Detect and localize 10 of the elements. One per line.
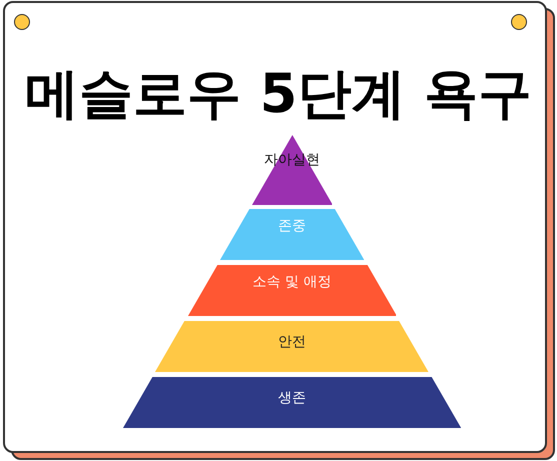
level-label: 소속 및 애정 xyxy=(252,273,332,291)
pyramid-top xyxy=(252,135,332,205)
title: 메슬로우 5단계 욕구 xyxy=(24,62,534,126)
level-label: 존중 xyxy=(277,217,307,235)
level-label: 생존 xyxy=(276,389,307,407)
level-label: 안전 xyxy=(276,333,307,351)
pyramid-level xyxy=(188,265,396,316)
pyramid-level xyxy=(155,321,429,372)
pyramid-level xyxy=(220,209,364,260)
pyramid-level xyxy=(122,377,462,428)
